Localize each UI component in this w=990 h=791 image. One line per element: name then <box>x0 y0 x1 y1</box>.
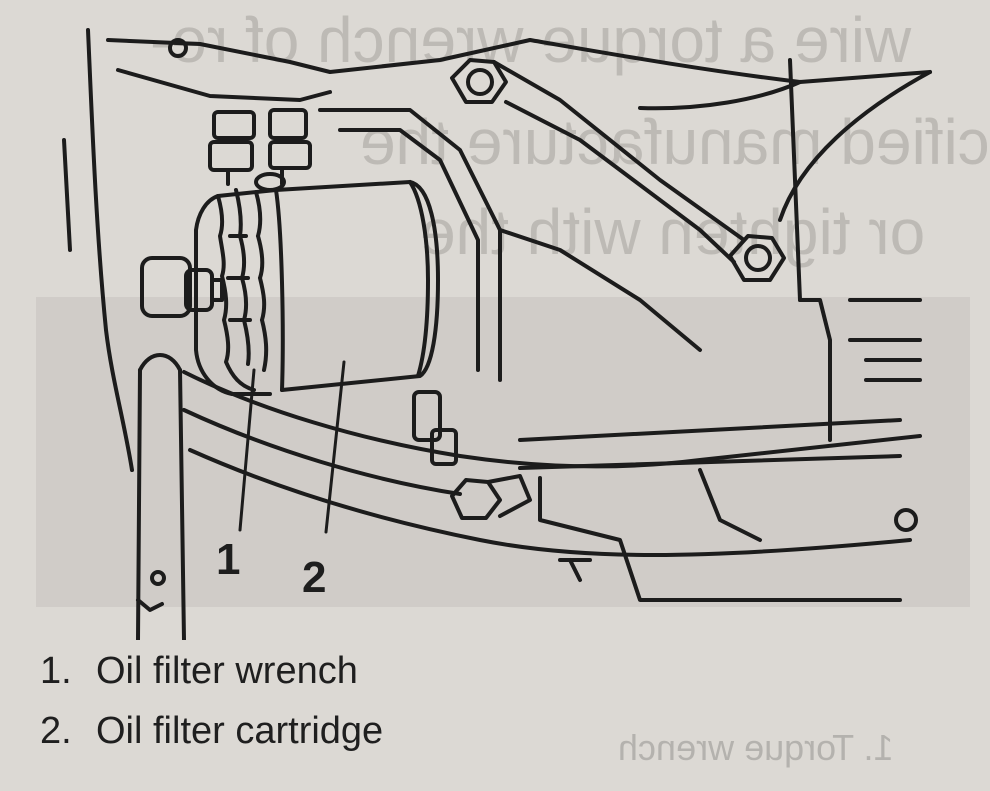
callout-1: 1 <box>216 535 241 584</box>
oil-filter-cartridge <box>274 180 440 392</box>
side-nut <box>140 256 224 318</box>
caption-item-2: 2. Oil filter cartridge <box>40 712 383 750</box>
mounting-bolt <box>450 58 786 282</box>
engine-block <box>182 58 922 602</box>
engine-casing <box>106 38 932 222</box>
caption-text: Oil filter cartridge <box>96 710 384 752</box>
top-fitting <box>208 108 312 192</box>
caption-number: 1. <box>40 650 72 692</box>
callout-2: 2 <box>302 553 327 602</box>
drain-bolt <box>412 390 918 582</box>
caption-item-1: 1. Oil filter wrench <box>40 652 358 690</box>
caption-text: Oil filter wrench <box>96 650 358 692</box>
oil-filter-illustration <box>62 28 932 640</box>
frame-rail <box>62 28 186 640</box>
bracket-arm <box>318 108 702 382</box>
oil-filter-wrench <box>194 188 278 396</box>
caption-number: 2. <box>40 710 72 752</box>
show-through-caption: 1. Torque wrench <box>618 727 894 768</box>
